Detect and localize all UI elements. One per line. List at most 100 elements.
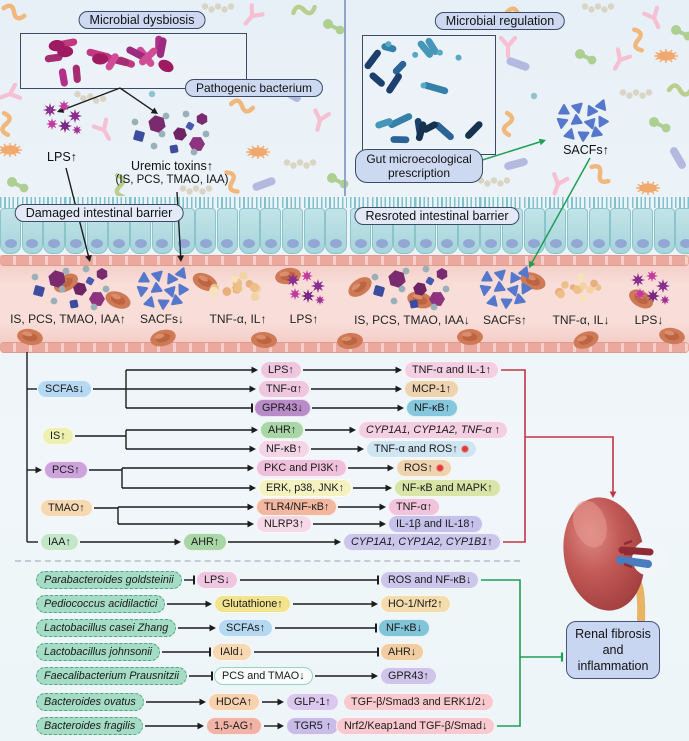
pill-text: Faecalibacterium Prausnitzii bbox=[44, 670, 180, 682]
epithelial-cell bbox=[195, 197, 217, 254]
bacterium-icon bbox=[201, 3, 235, 13]
lps-top-label: LPS↑ bbox=[47, 150, 77, 164]
red-blood-cell bbox=[150, 329, 176, 347]
uremic-toxin-square bbox=[185, 121, 195, 131]
uremic-toxins-sublabel: (IS, PCS, TMAO, IAA) bbox=[116, 174, 229, 186]
microvilli bbox=[238, 197, 260, 208]
pathway-pill: PCS↑ bbox=[44, 461, 88, 479]
pill-text: TMAO↑ bbox=[48, 502, 85, 514]
lps-top-text: LPS↑ bbox=[47, 150, 77, 164]
pill-text: PKC and PI3K↑ bbox=[264, 462, 340, 474]
lps-molecule bbox=[43, 103, 57, 117]
uremic-line1: Uremic toxins↑ bbox=[131, 159, 213, 173]
pathogenic-rod bbox=[72, 64, 81, 83]
microvilli bbox=[130, 197, 152, 208]
pathogenic-coccus bbox=[158, 59, 174, 73]
probiotic-rod bbox=[386, 73, 402, 94]
epithelial-cell bbox=[566, 197, 589, 254]
cell-body bbox=[631, 208, 654, 254]
cytokine-dot bbox=[222, 287, 232, 296]
probiotic-rod bbox=[364, 49, 381, 70]
pathway-pill: CYP1A1, CYP1A2, TNF-α ↑ bbox=[358, 421, 508, 439]
pill-text: Bacteroides ovatus bbox=[44, 696, 136, 708]
epithelial-cell bbox=[631, 197, 654, 254]
pathogenic-coccus bbox=[92, 53, 109, 65]
vessel-text: SACFs↑ bbox=[482, 313, 528, 327]
pill-text: IAA↑ bbox=[48, 536, 71, 548]
vessel-text: LPS↑ bbox=[289, 312, 319, 326]
scfa-molecule bbox=[558, 104, 570, 115]
scfa-molecule bbox=[518, 266, 530, 278]
pill-text: Parabacteroides goldsteinii bbox=[44, 574, 174, 586]
pill-text: Lactobacillus johnsonii bbox=[44, 646, 153, 658]
bacterium-icon bbox=[224, 170, 240, 194]
red-blood-cell bbox=[573, 331, 599, 349]
sacfs-top-text: SACFs↑ bbox=[563, 143, 609, 157]
bacterium-icon bbox=[0, 82, 23, 100]
cytokine-dot bbox=[579, 294, 587, 302]
bacterium-icon bbox=[7, 177, 29, 193]
lps-molecule bbox=[315, 295, 325, 305]
bacterium-icon bbox=[642, 5, 661, 30]
probiotic-coccus bbox=[420, 82, 427, 89]
scfa-molecule bbox=[167, 273, 178, 285]
vessel-right-label-2: TNF-α, IL↓ bbox=[553, 313, 610, 327]
cytokine-dot bbox=[233, 284, 242, 293]
pill-text: CYP1A1, CYP1A2, CYP1B1↑ bbox=[351, 536, 493, 548]
cell-nucleus bbox=[506, 239, 519, 248]
uremic-toxin-dot bbox=[182, 110, 190, 118]
uremic-toxin-square bbox=[33, 285, 45, 297]
uremic-toxin-dot bbox=[371, 273, 379, 281]
vessel-wall-top bbox=[0, 255, 689, 266]
cytokine-dot bbox=[208, 286, 219, 297]
bacterium-icon bbox=[654, 49, 678, 63]
pill-text: NLRP3↑ bbox=[264, 518, 305, 530]
red-blood-cell bbox=[105, 291, 131, 309]
bacterium-icon bbox=[91, 117, 112, 141]
pathway-pill: TNF-α and IL-1↑ bbox=[404, 361, 499, 379]
species-pill: Bacteroides ovatus bbox=[36, 693, 144, 711]
scfa-molecule bbox=[595, 99, 607, 111]
pill-text: IL-1β and IL-18↑ bbox=[396, 518, 475, 530]
uremic-toxin-square bbox=[169, 144, 179, 154]
cell-body bbox=[610, 208, 632, 254]
microvilli bbox=[260, 197, 282, 208]
scfa-molecule bbox=[493, 281, 506, 292]
cell-body bbox=[0, 208, 22, 254]
lps-molecule bbox=[656, 279, 670, 293]
uremic-toxin-dot bbox=[31, 273, 39, 281]
pathway-pill: CYP1A1, CYP1A2, CYP1B1↑ bbox=[343, 533, 501, 551]
microvilli bbox=[501, 197, 523, 208]
pathway-pill: LPS↑ bbox=[260, 361, 302, 379]
bottom-pill: Nrf2/Keap1and TGF-β/Smad↓ bbox=[336, 717, 496, 735]
cytokine-dot bbox=[249, 282, 260, 293]
microvilli bbox=[65, 197, 87, 208]
cell-body bbox=[588, 208, 610, 254]
bacterium-icon bbox=[666, 83, 689, 97]
pill-text: GLP-1↑ bbox=[294, 696, 331, 708]
bottom-pill: TGR5 ↑ bbox=[286, 717, 340, 735]
pathogenic-rod bbox=[156, 37, 167, 59]
pill-text: HDCA↑ bbox=[216, 696, 252, 708]
scfa-molecule bbox=[157, 299, 170, 310]
pathway-pill: NF-κB and MAPK↑ bbox=[394, 479, 501, 497]
lps-molecule bbox=[289, 288, 301, 300]
scfa-molecule bbox=[164, 286, 176, 298]
pathway-pill: GPR43↓ bbox=[254, 399, 311, 417]
scfa-molecule bbox=[571, 102, 583, 114]
bacterium-icon bbox=[148, 90, 156, 98]
cytokine-dot bbox=[579, 282, 587, 290]
uremic-toxin-hex bbox=[196, 113, 208, 125]
pathway-pill: SCFAs↓ bbox=[37, 380, 92, 398]
pill-text: TNF-α↑ bbox=[396, 501, 433, 513]
species-pill: Lactobacillus johnsonii bbox=[36, 643, 161, 661]
red-blood-cell bbox=[348, 277, 372, 297]
lps-molecule bbox=[311, 279, 325, 293]
bacterium-icon bbox=[581, 3, 615, 13]
bacterium-icon bbox=[283, 159, 317, 169]
ros-dot-icon bbox=[460, 445, 469, 453]
cell-nucleus bbox=[419, 239, 432, 248]
red-blood-cell bbox=[337, 332, 363, 350]
bacterium-icon bbox=[649, 117, 671, 133]
bacterium-icon bbox=[501, 110, 515, 138]
